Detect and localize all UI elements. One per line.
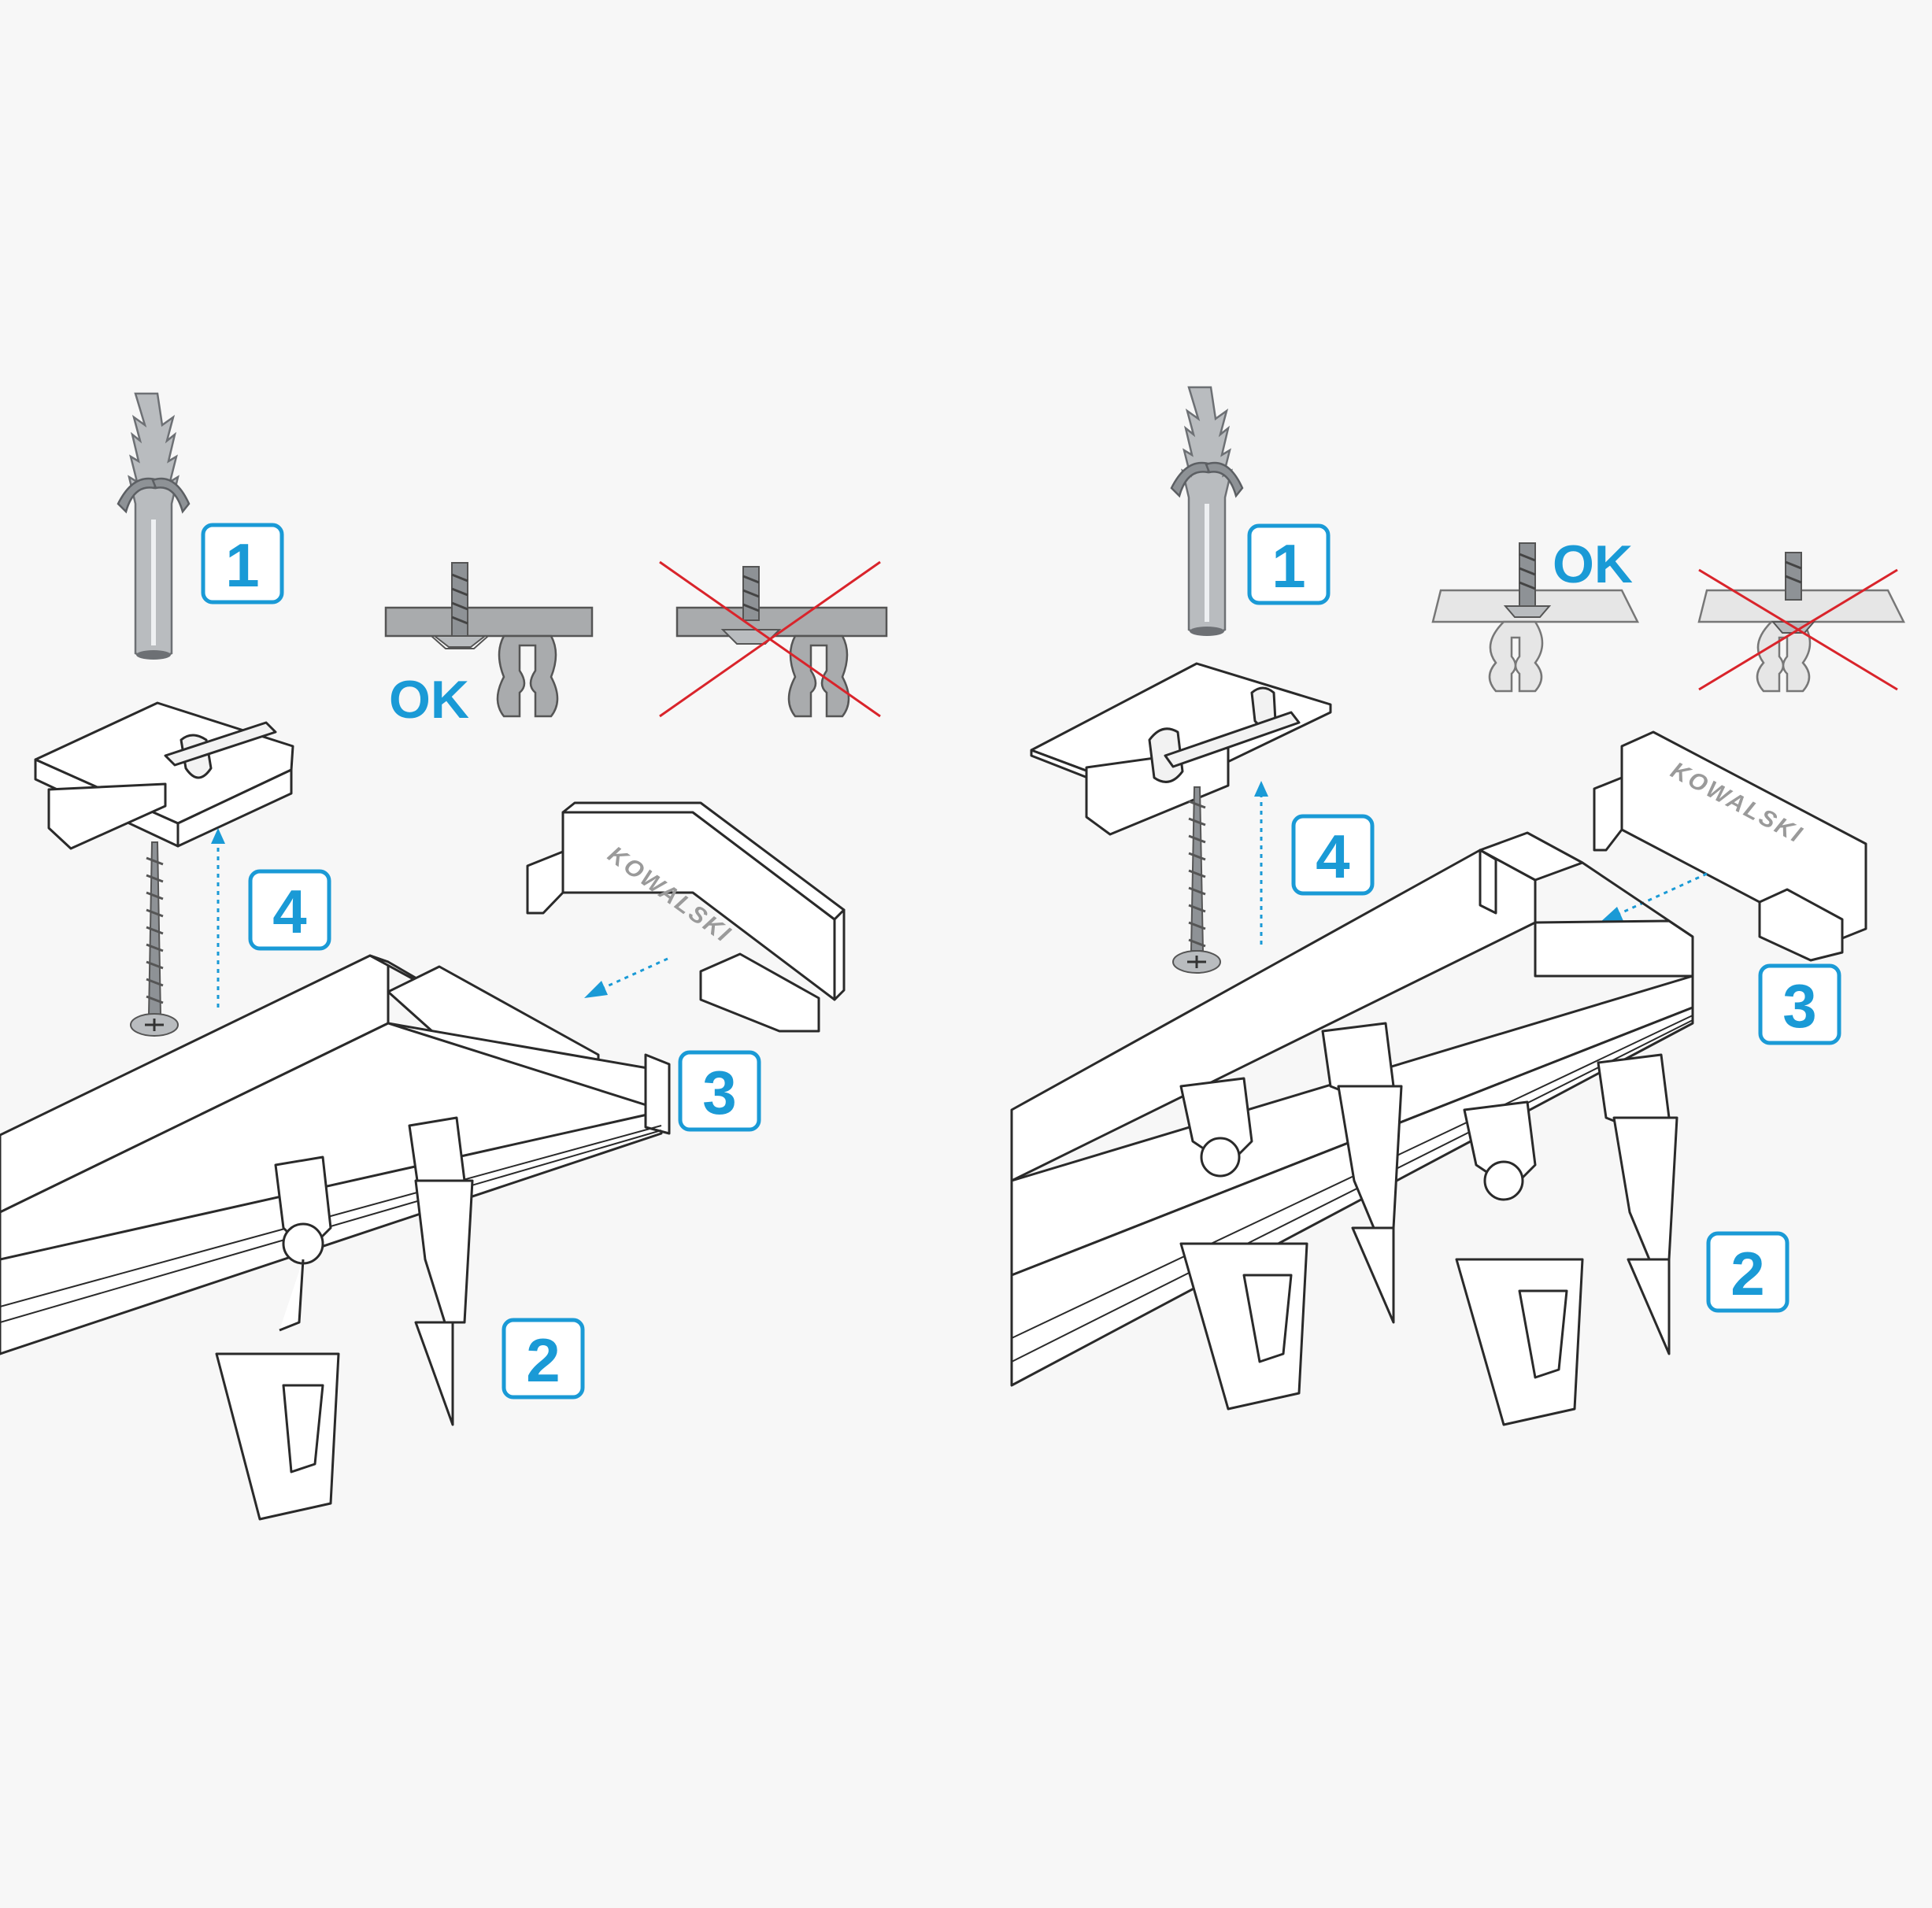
wall-plug-icon [1170, 386, 1244, 636]
screw-icon [432, 562, 487, 648]
mounting-bracket-icon [1030, 662, 1332, 836]
curtain-clip-icon [1455, 1258, 1584, 1426]
arrow-left-icon [584, 957, 668, 998]
glider-hook-icon [1321, 1022, 1403, 1324]
screw-icon [720, 566, 782, 645]
curtain-clip-icon [1179, 1242, 1308, 1411]
label-2: 2 [1706, 1231, 1790, 1313]
right-panel: 1 OK [1010, 386, 1906, 1426]
glider-hook-icon [1597, 1053, 1678, 1355]
ok-label: OK [1553, 534, 1633, 594]
label-2-text: 2 [1730, 1239, 1764, 1308]
wall-plug-icon [117, 392, 191, 660]
screw-icon [1172, 786, 1221, 974]
label-4-text: 4 [272, 877, 306, 946]
curtain-clip-icon [215, 1352, 340, 1521]
label-3-text: 3 [1782, 971, 1816, 1041]
label-3-text: 3 [702, 1058, 736, 1127]
label-2: 2 [502, 1318, 585, 1400]
arrow-up-icon [211, 828, 225, 1008]
ok-label: OK [389, 670, 469, 730]
glider-hook-icon [408, 1116, 474, 1426]
arrow-up-icon [1254, 781, 1268, 945]
glider-hook-icon [274, 1156, 332, 1332]
label-3: 3 [1758, 963, 1841, 1045]
bracket-section-ok: OK [1431, 534, 1640, 693]
mounting-bracket-icon [34, 701, 294, 850]
bracket-section-wrong [1697, 552, 1906, 693]
label-4-text: 4 [1316, 822, 1349, 891]
wrong-cross-icon [659, 560, 881, 718]
arrow-left-icon [1598, 872, 1708, 924]
left-panel: 1 OK [0, 392, 888, 1521]
label-1: 1 [1247, 523, 1331, 605]
curtain-rail-icon [0, 954, 671, 1355]
label-1-text: 1 [1271, 531, 1305, 601]
screw-icon [1503, 542, 1552, 618]
label-2-text: 2 [526, 1326, 560, 1395]
label-1-text: 1 [225, 531, 259, 600]
screw-icon [130, 841, 179, 1037]
glider-hook-icon [1179, 1077, 1253, 1178]
label-4: 4 [248, 869, 331, 951]
glider-hook-icon [1463, 1100, 1537, 1201]
label-3: 3 [678, 1050, 761, 1132]
bracket-section-wrong [659, 560, 888, 718]
label-1: 1 [201, 523, 284, 605]
label-4: 4 [1291, 814, 1375, 896]
wrong-cross-icon [1698, 568, 1898, 691]
bracket-section-ok: OK [384, 562, 594, 730]
